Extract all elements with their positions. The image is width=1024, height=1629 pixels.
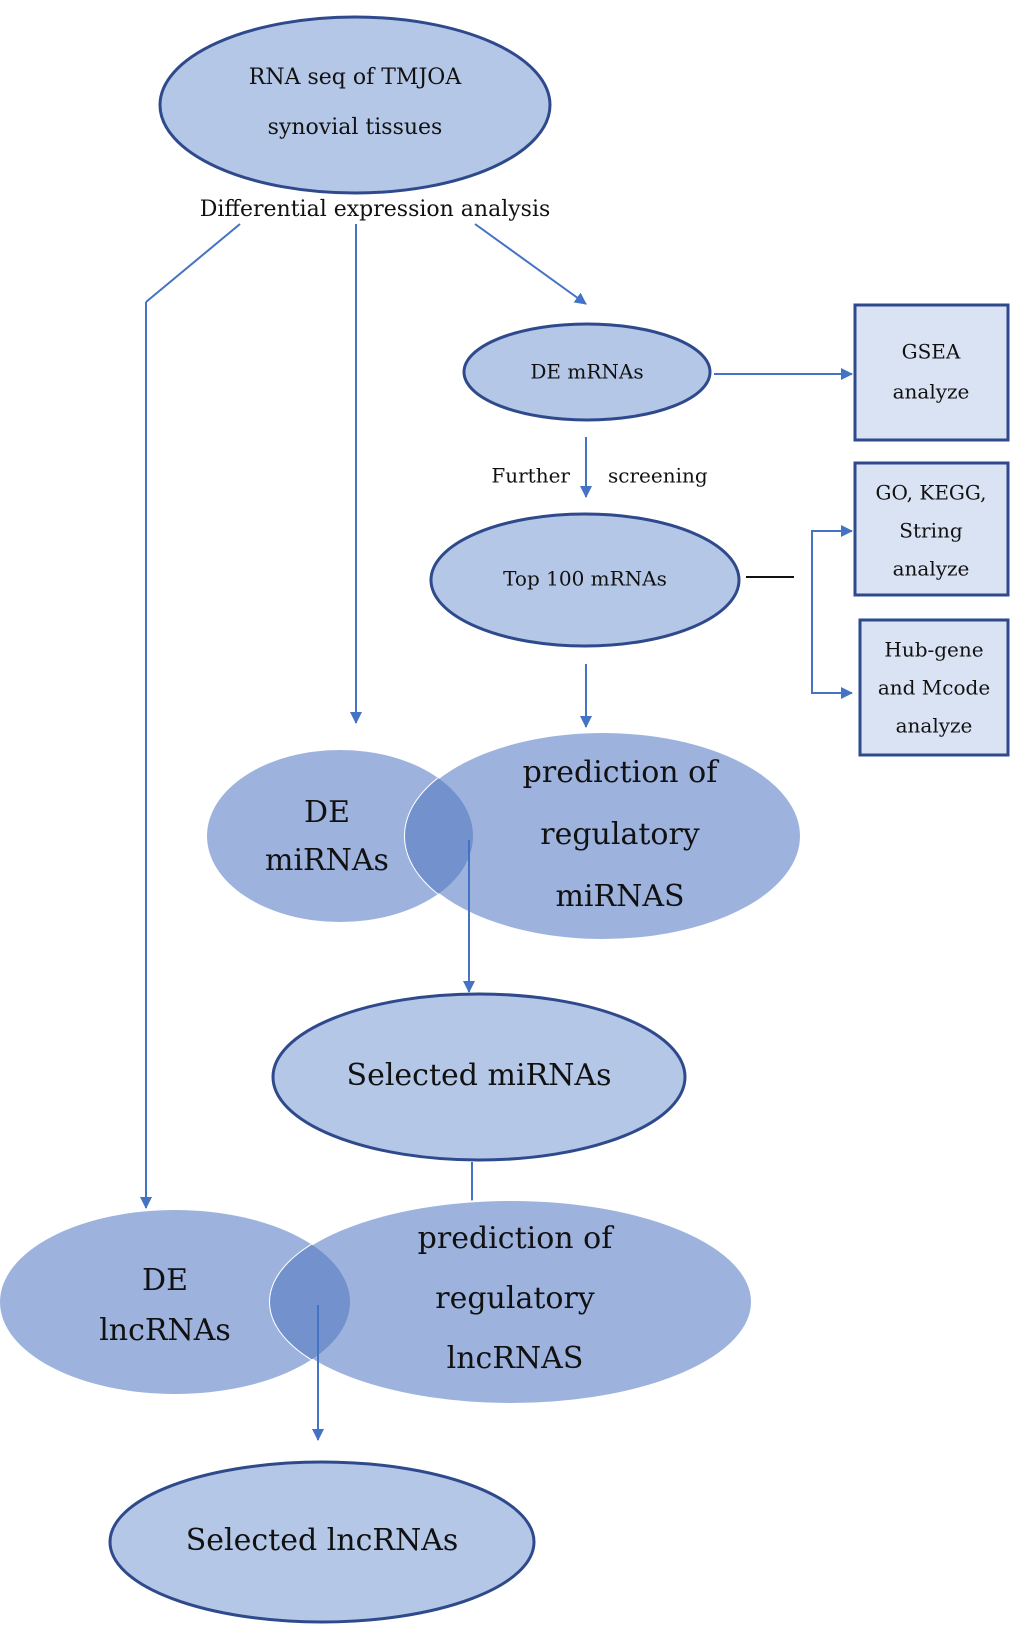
rna-seq-ellipse xyxy=(158,15,552,195)
pred-lncrnas-label-line1: prediction of xyxy=(418,1221,615,1256)
selected-lncrnas-ellipse xyxy=(108,1460,536,1624)
pred-mirnas-label-line1: prediction of xyxy=(523,755,720,790)
hub-gene-label-line3: analyze xyxy=(896,714,973,738)
top100-node: Top 100 mRNAs xyxy=(429,512,741,648)
mirna-venn: DE miRNAs prediction of regulatory miRNA… xyxy=(207,731,802,941)
rna-seq-label-line1: RNA seq of TMJOA xyxy=(249,65,463,90)
de-mirnas-circle xyxy=(207,750,473,922)
hub-gene-rect xyxy=(858,618,1010,757)
analysis-label: Differential expression analysis xyxy=(200,197,551,222)
rna-seq-label-line2: synovial tissues xyxy=(268,115,443,140)
de-lncrnas-label-line1: DE xyxy=(142,1263,188,1298)
selected-mirnas-label: Selected miRNAs xyxy=(347,1058,612,1093)
go-kegg-box: GO, KEGG, String analyze xyxy=(853,461,1010,597)
de-mrnas-ellipse xyxy=(462,322,712,422)
hub-gene-box: Hub-gene and Mcode analyze xyxy=(858,618,1010,757)
de-mrnas-node: DE mRNAs xyxy=(462,322,712,422)
de-mirnas-label-line2: miRNAs xyxy=(265,843,389,878)
go-kegg-label-line2: String xyxy=(899,519,963,543)
de-mirnas-label-line1: DE xyxy=(304,795,350,830)
arrow-to-de-mrnas xyxy=(474,223,587,305)
gsea-label-line2: analyze xyxy=(893,380,970,404)
de-lncrnas-label-line2: lncRNAs xyxy=(99,1313,231,1348)
selected-lncrnas-node: Selected lncRNAs xyxy=(108,1460,536,1624)
hub-gene-label-line2: and Mcode xyxy=(878,676,990,700)
gsea-rect xyxy=(853,303,1010,442)
go-kegg-label-line1: GO, KEGG, xyxy=(875,481,986,505)
hub-gene-label-line1: Hub-gene xyxy=(884,638,983,662)
pred-mirnas-label-line2: regulatory xyxy=(540,817,700,852)
pred-lncrnas-label-line2: regulatory xyxy=(435,1281,595,1316)
rna-seq-node: RNA seq of TMJOA synovial tissues xyxy=(158,15,552,195)
de-mrnas-label: DE mRNAs xyxy=(530,360,643,384)
lncrna-venn: DE lncRNAs prediction of regulatory lncR… xyxy=(0,1199,753,1405)
go-kegg-label-line3: analyze xyxy=(893,557,970,581)
go-kegg-rect xyxy=(853,461,1010,597)
gsea-label-line1: GSEA xyxy=(902,340,961,364)
de-lncrnas-circle xyxy=(0,1210,350,1394)
gsea-box: GSEA analyze xyxy=(853,303,1010,442)
further-screening-left: Further xyxy=(491,464,570,488)
top100-label: Top 100 mRNAs xyxy=(503,567,667,591)
selected-mirnas-node: Selected miRNAs xyxy=(271,992,687,1162)
selected-mirnas-ellipse xyxy=(271,992,687,1162)
bracket-to-boxes xyxy=(811,530,852,694)
pred-mirnas-label-line3: miRNAS xyxy=(555,879,684,914)
pred-lncrnas-label-line3: lncRNAS xyxy=(447,1341,584,1376)
selected-lncrnas-label: Selected lncRNAs xyxy=(186,1523,459,1558)
top100-ellipse xyxy=(429,512,741,648)
further-screening-right: screening xyxy=(608,464,708,488)
arrow-to-de-lncrnas-diag xyxy=(145,223,241,303)
